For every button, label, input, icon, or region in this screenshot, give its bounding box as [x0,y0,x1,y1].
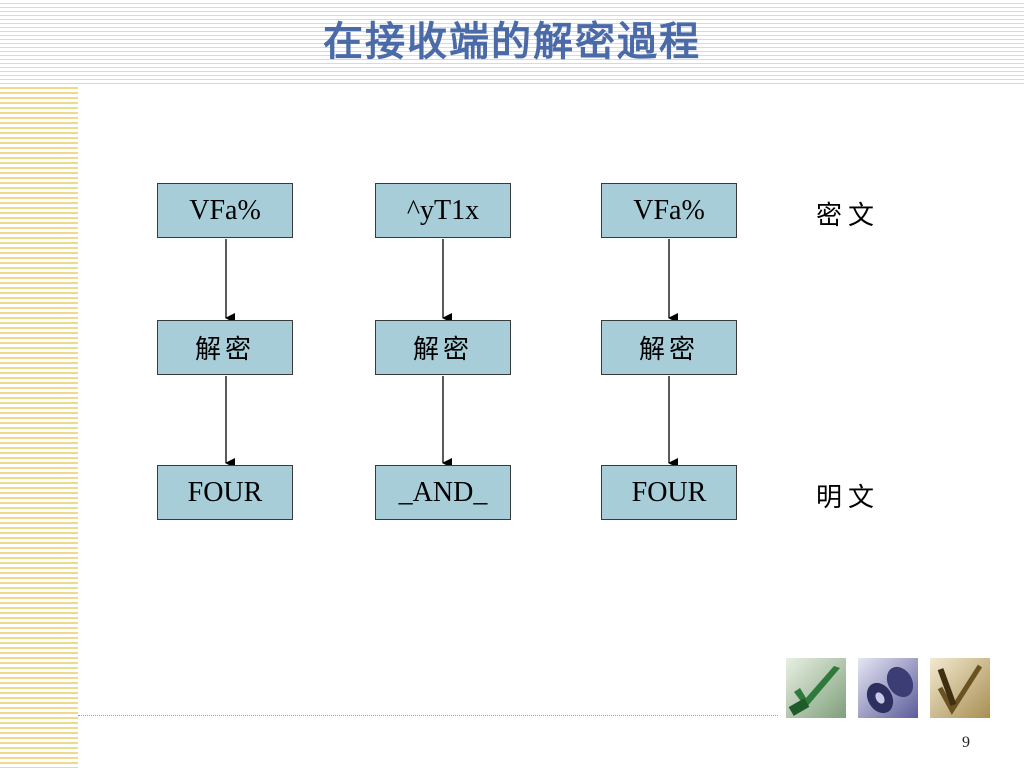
disc-image [858,658,918,718]
cipher-box-3: VFa% [601,183,737,238]
left-decor-band [0,84,78,768]
slide-title: 在接收端的解密過程 [323,18,701,65]
pen-check-image [930,658,990,718]
plain-box-1: FOUR [157,465,293,520]
ciphertext-label: 密文 [816,201,881,231]
page-number: 9 [962,734,970,751]
plain-box-3: FOUR [601,465,737,520]
decrypt-box-3: 解密 [601,320,737,375]
green-check-image [786,658,846,718]
decrypt-box-1: 解密 [157,320,293,375]
cipher-box-1: VFa% [157,183,293,238]
cipher-box-2: ^yT1x [375,183,511,238]
plaintext-label: 明文 [816,483,881,513]
plain-box-2: _AND_ [375,465,511,520]
footer-rule [78,715,778,716]
header-band [0,0,1024,84]
decrypt-box-2: 解密 [375,320,511,375]
